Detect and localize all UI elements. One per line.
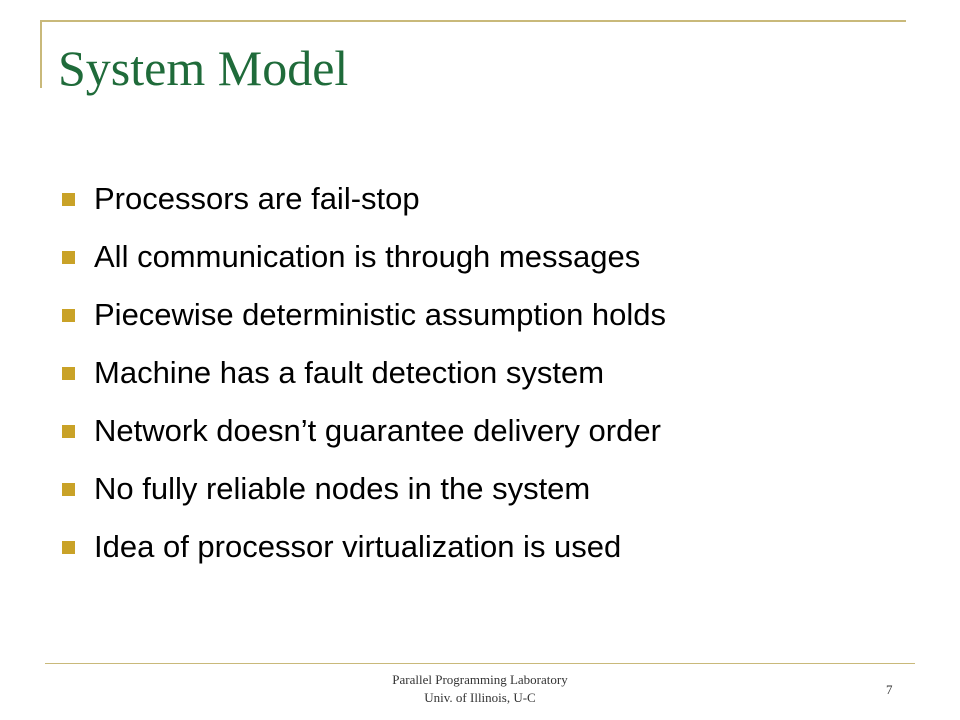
- bullet-item: Idea of processor virtualization is used: [62, 518, 666, 576]
- bullet-item: Network doesn’t guarantee delivery order: [62, 402, 666, 460]
- square-bullet-icon: [62, 424, 75, 438]
- bullet-text: No fully reliable nodes in the system: [94, 471, 591, 506]
- bullet-text: All communication is through messages: [94, 239, 641, 274]
- square-bullet-icon: [62, 192, 75, 206]
- page-number: 7: [886, 682, 893, 697]
- footer-caption: Parallel Programming Laboratory Univ. of…: [280, 671, 680, 707]
- frame-left-rule: [40, 20, 42, 88]
- bullet-text: Idea of processor virtualization is used: [94, 529, 622, 564]
- footer-rule: [45, 663, 915, 664]
- slide-title: System Model: [58, 40, 349, 96]
- bullet-item: Machine has a fault detection system: [62, 344, 666, 402]
- frame-top-rule: [40, 20, 906, 22]
- footer-line-1: Parallel Programming Laboratory: [392, 672, 568, 687]
- bullet-item: Piecewise deterministic assumption holds: [62, 286, 666, 344]
- bullet-text: Machine has a fault detection system: [94, 355, 605, 390]
- square-bullet-icon: [62, 366, 75, 380]
- square-bullet-icon: [62, 308, 75, 322]
- square-bullet-icon: [62, 482, 75, 496]
- square-bullet-icon: [62, 250, 75, 264]
- footer-line-2: Univ. of Illinois, U-C: [424, 690, 536, 705]
- bullet-item: All communication is through messages: [62, 228, 666, 286]
- square-bullet-icon: [62, 540, 75, 554]
- bullet-list: Processors are fail-stop All communicati…: [62, 170, 666, 576]
- bullet-text: Network doesn’t guarantee delivery order: [94, 413, 661, 448]
- bullet-text: Processors are fail-stop: [94, 181, 420, 216]
- bullet-item: Processors are fail-stop: [62, 170, 666, 228]
- bullet-item: No fully reliable nodes in the system: [62, 460, 666, 518]
- bullet-text: Piecewise deterministic assumption holds: [94, 297, 667, 332]
